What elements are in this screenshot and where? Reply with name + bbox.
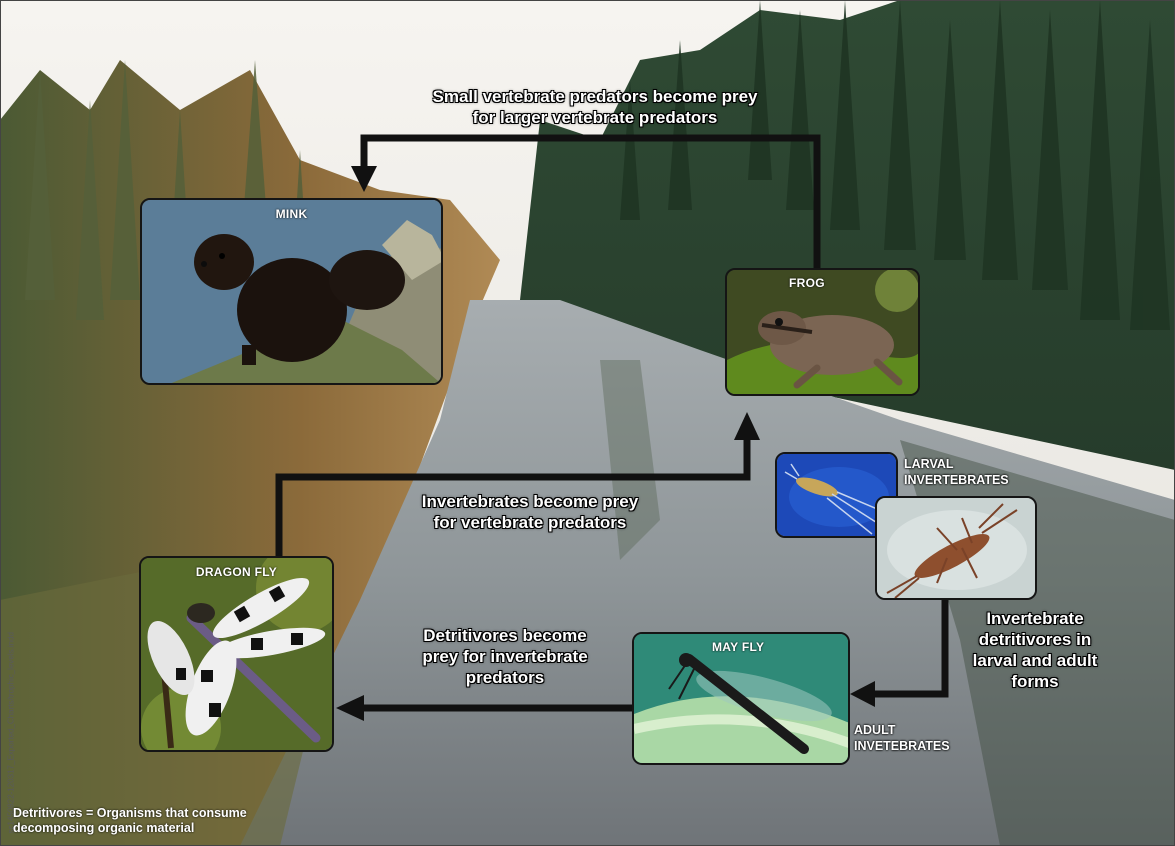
arrowhead-left-dragonfly: [336, 695, 364, 721]
annotation-right: Invertebrate detritivores in larval and …: [960, 608, 1110, 692]
mayfly-label: MAY FLY: [712, 640, 848, 654]
larval-invertebrates-label: LARVAL INVERTEBRATES: [904, 456, 1009, 488]
mink-photo: [142, 200, 443, 385]
arrow-larval-to-mayfly: [872, 600, 945, 694]
footnote: Detritivores = Organisms that consume de…: [13, 806, 247, 836]
annotation-top: Small vertebrate predators become prey f…: [380, 86, 810, 128]
mink-label: MINK: [142, 207, 441, 221]
arrowhead-left-mayfly: [850, 681, 875, 707]
dragonfly-card: DRAGON FLY: [139, 556, 334, 752]
arrowhead-down-mink: [351, 166, 377, 192]
dragonfly-photo: [141, 558, 334, 752]
frog-label: FROG: [789, 276, 918, 290]
annotation-lower: Detritivores become prey for invertebrat…: [390, 625, 620, 688]
side-file-code: sc1450822-120317_Exported_Charts/trophic…: [7, 696, 16, 834]
mayfly-card: MAY FLY: [632, 632, 850, 765]
adult-invertebrates-label: ADULT INVETEBRATES: [854, 722, 950, 754]
larval-photo-2: [875, 496, 1037, 600]
dragonfly-label: DRAGON FLY: [141, 565, 332, 579]
arrowhead-up-frog: [734, 412, 760, 440]
frog-card: FROG: [725, 268, 920, 396]
annotation-middle: Invertebrates become prey for vertebrate…: [390, 491, 670, 533]
mink-card: MINK: [140, 198, 443, 385]
